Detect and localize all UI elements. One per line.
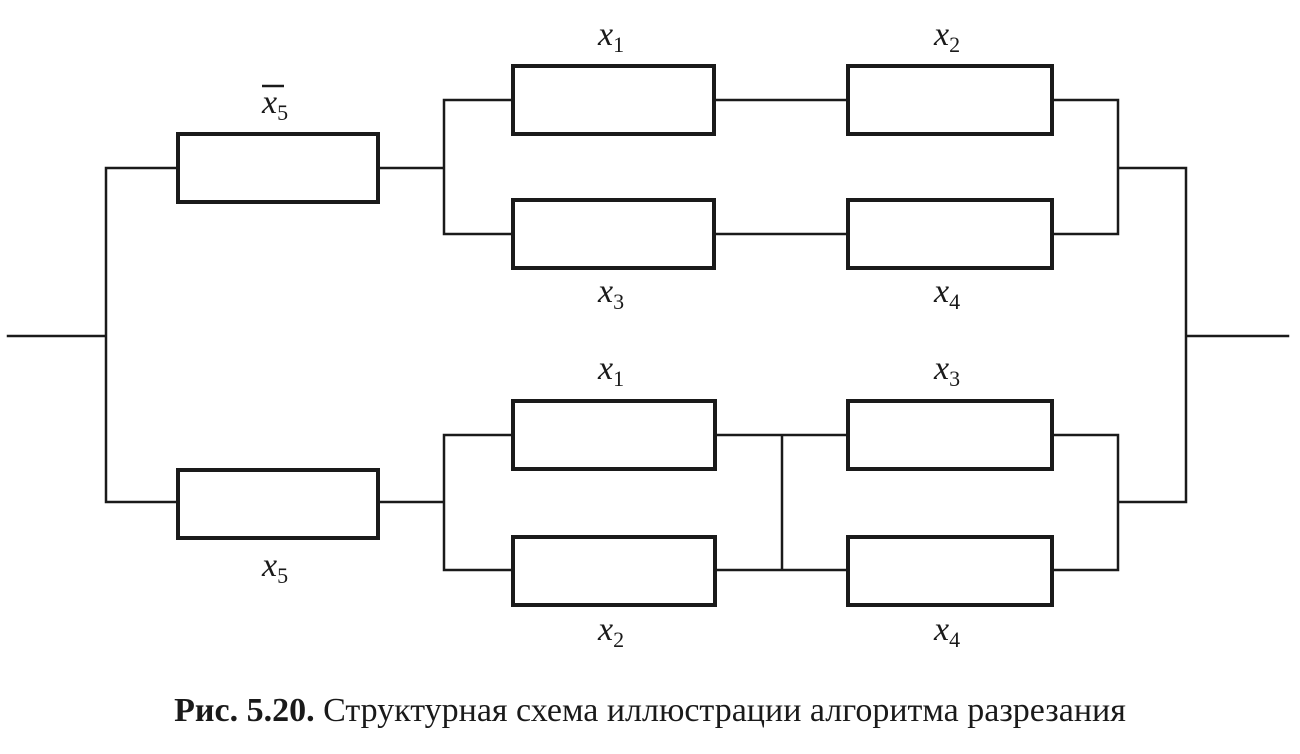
element-box-top-x1	[511, 64, 716, 136]
figure-caption: Рис. 5.20. Структурная схема иллюстрации…	[0, 692, 1300, 730]
element-box-top-x4	[846, 198, 1054, 270]
element-box-bottom-x2	[511, 535, 717, 607]
figure-number: Рис. 5.20.	[174, 692, 315, 729]
label-bottom-x5: x5	[261, 547, 288, 588]
label-top-x2: x2	[933, 16, 960, 57]
element-labels: x5 x1 x2 x3 x4 x5 x1 x2 x3 x4	[261, 16, 960, 652]
element-box-top-x3	[511, 198, 716, 270]
figure-caption-text: Структурная схема иллюстрации алгоритма …	[323, 692, 1126, 729]
label-bottom-x4: x4	[933, 611, 960, 652]
connection-lines	[6, 98, 1290, 572]
label-bottom-x1: x1	[597, 350, 624, 391]
label-top-x4: x4	[933, 273, 960, 314]
label-top-x5-bar: x5	[261, 84, 288, 125]
label-top-x3: x3	[597, 273, 624, 314]
element-box-bottom-x5	[176, 468, 380, 540]
element-box-bottom-x3	[846, 399, 1054, 471]
label-bottom-x2: x2	[597, 611, 624, 652]
element-box-top-x2	[846, 64, 1054, 136]
label-bottom-x3: x3	[933, 350, 960, 391]
element-box-bottom-x1	[511, 399, 717, 471]
element-box-top-x5-bar	[176, 132, 380, 204]
element-box-bottom-x4	[846, 535, 1054, 607]
label-top-x1: x1	[597, 16, 624, 57]
